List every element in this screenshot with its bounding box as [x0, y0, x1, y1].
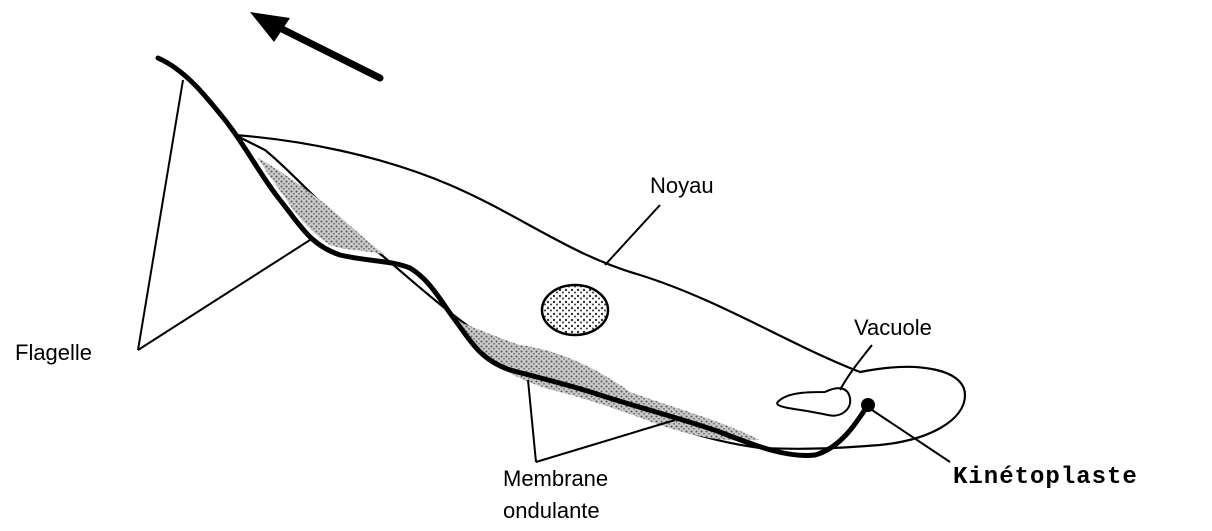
undulating-membrane-lower — [455, 320, 760, 441]
flagelle-leader-top — [138, 80, 183, 350]
undulating-membrane-upper — [258, 158, 385, 255]
flagellum — [158, 58, 868, 456]
label-membrane-line2: ondulante — [503, 500, 600, 522]
kinetoplaste-leader — [872, 410, 950, 462]
vacuole-leader — [840, 345, 872, 390]
noyau-leader — [605, 205, 660, 265]
label-vacuole: Vacuole — [854, 317, 932, 339]
membrane-leader-right — [536, 420, 675, 462]
vacuole — [777, 388, 850, 415]
membrane-leader-left — [528, 380, 536, 462]
flagelle-leader-bottom — [138, 240, 310, 350]
label-kinetoplaste: Kinétoplaste — [953, 466, 1138, 490]
label-flagelle: Flagelle — [15, 342, 92, 364]
nucleus — [542, 285, 608, 335]
direction-arrow — [250, 12, 380, 78]
label-membrane-line1: Membrane — [503, 468, 608, 490]
label-noyau: Noyau — [650, 175, 714, 197]
